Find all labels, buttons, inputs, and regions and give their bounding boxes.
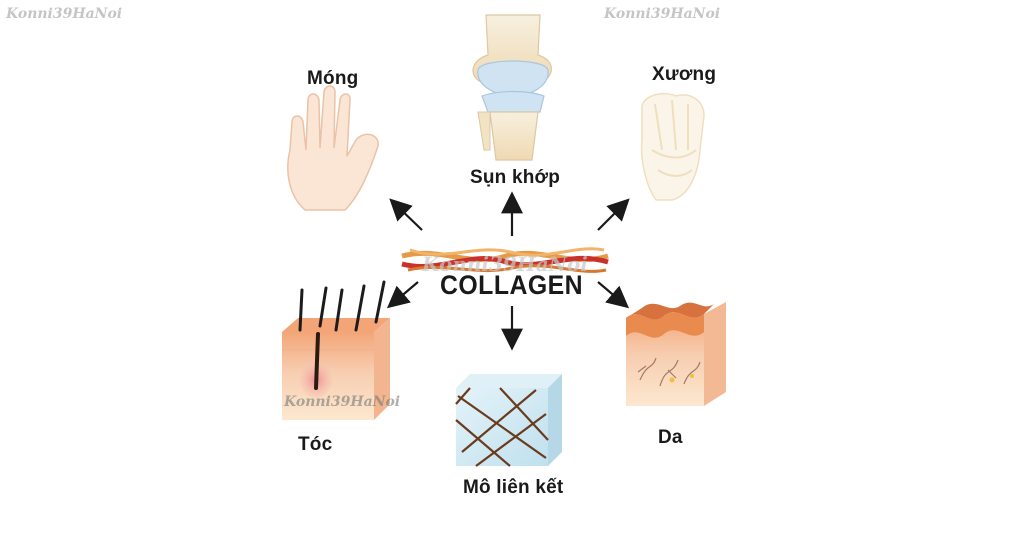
arrows <box>386 191 630 351</box>
hand-illustration <box>287 85 379 211</box>
arrow-to-hair <box>386 281 419 309</box>
connective-tissue-cube-illustration <box>455 374 562 467</box>
arrow-to-bone <box>597 198 630 231</box>
watermark-hair-block: Konni39HaNoi <box>284 394 401 410</box>
collagen-title: COLLAGEN <box>440 270 584 300</box>
label-connective-tissue: Mô liên kết <box>463 477 564 498</box>
label-nail: Móng <box>307 68 359 89</box>
knee-illustration <box>472 14 552 161</box>
foot-bones-illustration <box>640 92 705 201</box>
collagen-fiber-illustration <box>401 247 609 273</box>
label-hair: Tóc <box>298 434 333 455</box>
watermark-center: Konni39HaNoi <box>422 252 588 276</box>
label-bone: Xương <box>652 64 717 85</box>
label-cartilage: Sụn khớp <box>470 167 561 188</box>
watermark-top-right: Konni39HaNoi <box>604 6 721 22</box>
watermark-top-left: Konni39HaNoi <box>6 6 123 22</box>
hair-skin-block-illustration <box>282 280 390 420</box>
arrow-to-nail <box>389 198 423 231</box>
arrow-to-skin <box>597 281 630 309</box>
label-skin: Da <box>658 427 683 448</box>
skin-block-illustration <box>626 302 726 406</box>
